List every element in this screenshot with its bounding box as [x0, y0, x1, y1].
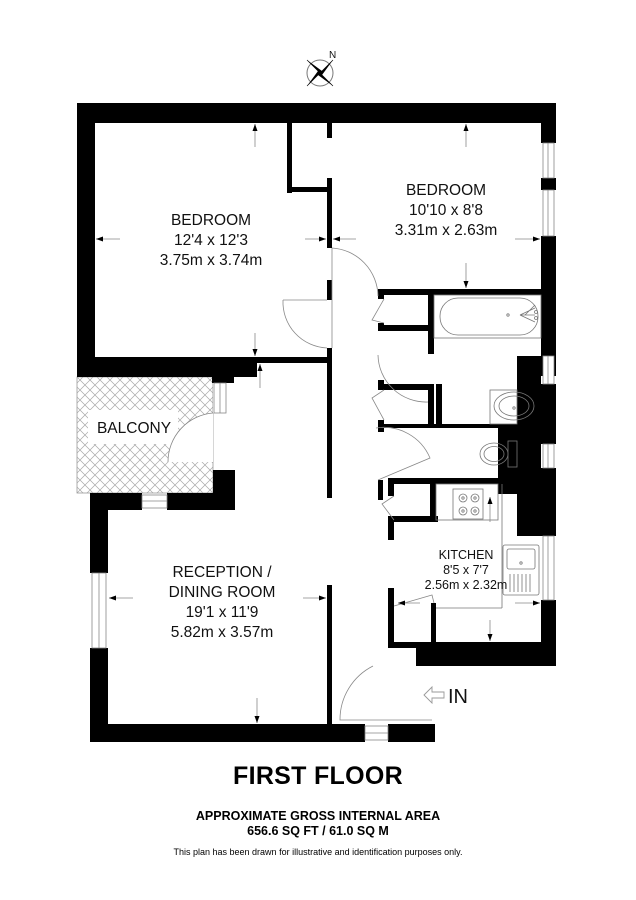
entrance-marker: IN — [423, 685, 468, 708]
toilet-icon — [479, 440, 518, 468]
svg-text:RECEPTION /: RECEPTION / — [172, 564, 272, 581]
svg-text:10'10 x 8'8: 10'10 x 8'8 — [409, 202, 483, 219]
area-title: APPROXIMATE GROSS INTERNAL AREA — [195, 809, 441, 823]
room-label-reception: RECEPTION / DINING ROOM 19'1 x 11'9 5.82… — [169, 564, 276, 641]
north-label: N — [329, 50, 336, 61]
svg-text:2.56m x 2.32m: 2.56m x 2.32m — [425, 578, 508, 592]
area-value: 656.6 SQ FT / 61.0 SQ M — [247, 824, 389, 838]
svg-text:8'5 x 7'7: 8'5 x 7'7 — [443, 563, 489, 577]
entrance-label: IN — [448, 686, 468, 708]
svg-text:BEDROOM: BEDROOM — [171, 212, 251, 229]
room-label-bedroom-2: BEDROOM 10'10 x 8'8 3.31m x 2.63m — [395, 182, 498, 239]
hob-icon — [435, 483, 499, 521]
svg-text:BALCONY: BALCONY — [97, 420, 171, 437]
svg-text:3.31m x 2.63m: 3.31m x 2.63m — [395, 222, 498, 239]
entrance-arrow-icon — [423, 685, 445, 705]
washbasin-icon — [489, 389, 535, 425]
door-swings — [167, 247, 435, 721]
svg-text:5.82m x 3.57m: 5.82m x 3.57m — [171, 624, 274, 641]
disclaimer: This plan has been drawn for illustrativ… — [173, 847, 463, 857]
windows — [91, 142, 555, 741]
svg-text:3.75m x 3.74m: 3.75m x 3.74m — [160, 252, 263, 269]
balcony-area — [76, 376, 228, 494]
svg-text:BEDROOM: BEDROOM — [406, 182, 486, 199]
compass-rose-icon: N — [306, 50, 336, 87]
kitchen-sink-icon — [436, 484, 540, 609]
bathtub-icon — [433, 294, 542, 339]
room-label-balcony: BALCONY — [97, 420, 171, 437]
svg-text:19'1 x 11'9: 19'1 x 11'9 — [186, 604, 259, 621]
dimension-arrows — [96, 124, 540, 723]
svg-text:12'4 x 12'3: 12'4 x 12'3 — [174, 232, 248, 249]
svg-text:KITCHEN: KITCHEN — [439, 548, 494, 562]
room-label-kitchen: KITCHEN 8'5 x 7'7 2.56m x 2.32m — [425, 548, 508, 592]
walls — [77, 103, 556, 742]
floor-title: FIRST FLOOR — [233, 762, 403, 790]
svg-text:DINING ROOM: DINING ROOM — [169, 584, 276, 601]
room-label-bedroom-1: BEDROOM 12'4 x 12'3 3.75m x 3.74m — [160, 212, 263, 269]
